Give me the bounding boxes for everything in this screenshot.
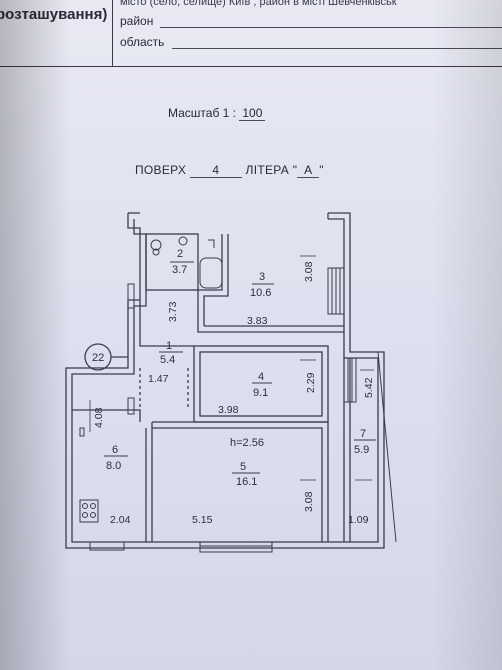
sink-icon: [178, 236, 188, 246]
room-5-num: 5: [240, 461, 246, 473]
dim-r7-width: 1.09: [348, 514, 369, 526]
room-4-num: 4: [258, 371, 264, 383]
location-label: розташування): [0, 6, 108, 23]
district-label: район: [120, 14, 154, 28]
room-6-walls: [72, 409, 141, 422]
stove-icon: [79, 499, 99, 523]
floor-value: 4: [189, 163, 242, 178]
toilet-icon: [150, 239, 162, 251]
room-5-walls: [152, 421, 329, 542]
dim-r4-height: 2.29: [305, 372, 317, 393]
room-5-area: 16.1: [236, 476, 257, 488]
region-field-line: [172, 48, 502, 49]
room-6-area: 8.0: [106, 460, 121, 472]
floor-label: ПОВЕРХ: [135, 163, 187, 177]
bathtub-icon: [199, 257, 223, 289]
room-3-area: 10.6: [250, 287, 271, 299]
room-1-num: 1: [166, 340, 172, 352]
fixtures: [79, 236, 223, 523]
region-label: область: [120, 35, 165, 49]
header-bottom-line: [0, 66, 502, 67]
city-line: місто (село, селище) Київ , район в міст…: [120, 0, 397, 8]
room-4-area: 9.1: [253, 387, 268, 399]
letter-label: ЛІТЕРА ": [245, 163, 298, 177]
scale-label: Масштаб 1 :: [168, 106, 237, 120]
dim-r5-width: 5.15: [192, 514, 213, 526]
dim-r3-height: 3.08: [303, 261, 315, 282]
building-number: 22: [92, 352, 104, 364]
ceiling-height: h=2.56: [230, 437, 264, 449]
letter-value: А: [297, 163, 320, 178]
district-field-line: [160, 27, 502, 28]
room-6-num: 6: [112, 444, 118, 456]
windows: [89, 267, 397, 553]
floor-line: ПОВЕРХ 4 ЛІТЕРА "А": [135, 163, 324, 178]
room-1-area: 5.4: [160, 354, 175, 366]
dim-r3-width: 3.83: [247, 315, 268, 327]
dimension-ticks: [89, 255, 374, 481]
form-header: розташування) місто (село, селище) Київ …: [0, 0, 502, 67]
letter-close: ": [319, 163, 324, 177]
outer-walls: [65, 212, 385, 549]
room-2-area: 3.7: [172, 264, 187, 276]
room-7-num: 7: [360, 428, 366, 440]
room-7-area: 5.9: [354, 444, 369, 456]
dim-r6-width: 2.04: [110, 514, 131, 526]
room-2-num: 2: [177, 248, 183, 260]
header-divider: [112, 0, 113, 66]
room-2-walls: [145, 233, 199, 291]
dim-r5-height: 3.08: [303, 491, 315, 512]
dim-r6-height: 4.08: [93, 407, 105, 428]
room-3-num: 3: [259, 271, 265, 283]
dim-r7-height: 5.42: [363, 377, 375, 398]
scale-value: 100: [239, 106, 266, 121]
room-label-lines: [104, 261, 376, 474]
dim-r1-width: 1.47: [148, 373, 169, 385]
dim-r1-top: 3.73: [167, 301, 179, 322]
scale-line: Масштаб 1 : 100: [168, 106, 266, 121]
dim-r4-width: 3.98: [218, 404, 239, 416]
room-3-walls: [197, 234, 344, 333]
